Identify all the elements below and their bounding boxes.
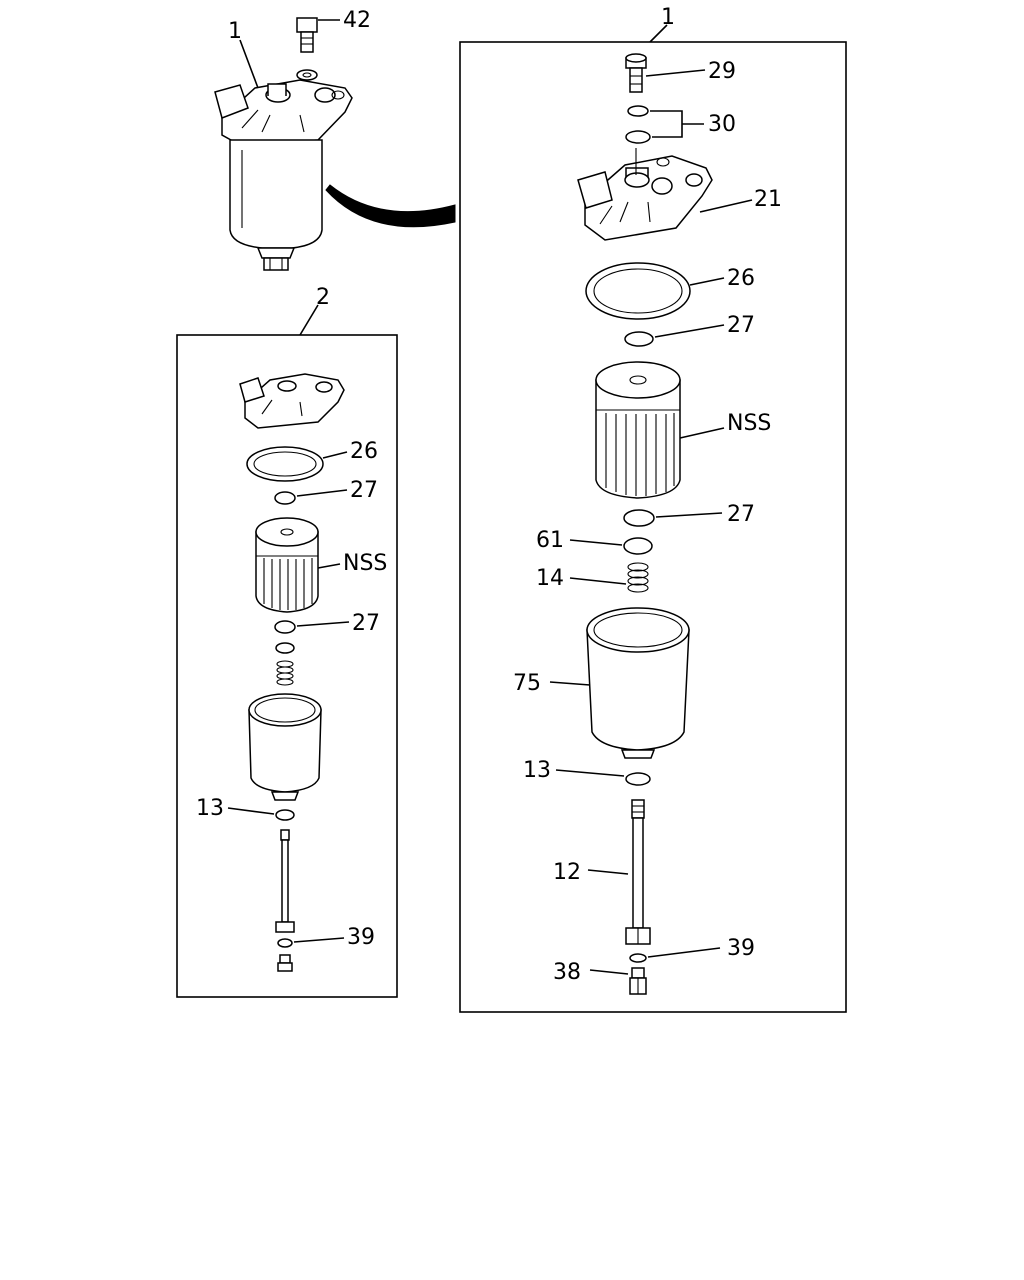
label-detail-center-bolt: 12 <box>553 860 581 885</box>
detail-filter-element <box>595 361 681 499</box>
label-detail-gasket: 26 <box>727 266 755 291</box>
label-detail-bolt-top: 29 <box>708 59 736 84</box>
label-detail-plug: 38 <box>553 960 581 985</box>
kit-plug <box>277 954 293 972</box>
detail-bolt-top <box>625 53 647 93</box>
label-detail-bowl: 75 <box>513 671 541 696</box>
detail-plug <box>629 967 647 995</box>
label-detail-washer-bottom: 39 <box>727 936 755 961</box>
label-bolt-42: 42 <box>343 8 371 33</box>
detail-center-bolt <box>625 799 651 945</box>
label-kit-gasket: 26 <box>350 439 378 464</box>
kit-filter-element <box>255 517 319 613</box>
assembled-filter-view: 1 42 <box>214 8 371 271</box>
detail-bowl <box>586 607 690 759</box>
detail-washer-bottom <box>629 953 647 963</box>
label-kit-washer: 13 <box>196 796 224 821</box>
label-detail-ring: 61 <box>536 528 564 553</box>
detail-washer-top-1 <box>627 105 649 117</box>
label-detail-washer: 13 <box>523 758 551 783</box>
label-kit-2: 2 <box>316 285 330 310</box>
detail-oring-upper <box>624 331 654 347</box>
kit-center-bolt <box>275 829 295 933</box>
detail-washer <box>625 772 651 786</box>
label-kit-washer-bottom: 39 <box>347 925 375 950</box>
label-kit-oring-lower: 27 <box>352 611 380 636</box>
bolt-42-part <box>296 17 318 81</box>
detail-box: 1 29 30 <box>459 5 847 1013</box>
label-detail-element: NSS <box>727 411 771 436</box>
kit-ring <box>275 642 295 654</box>
label-detail-assembly: 1 <box>661 5 675 30</box>
detail-gasket <box>585 262 691 320</box>
kit-oring-lower <box>274 620 296 634</box>
label-detail-washers-top: 30 <box>708 112 736 137</box>
swoosh-arrow <box>325 184 456 228</box>
detail-ring <box>623 537 653 555</box>
kit-spring <box>276 660 294 686</box>
label-detail-oring-lower: 27 <box>727 502 755 527</box>
kit-washer-bottom <box>277 938 293 948</box>
label-kit-element: NSS <box>343 551 387 576</box>
detail-spring <box>627 562 649 593</box>
kit-washer <box>275 809 295 821</box>
detail-head <box>577 148 713 241</box>
kit-oring-upper <box>274 491 296 505</box>
label-detail-oring-upper: 27 <box>727 313 755 338</box>
kit-bowl <box>248 693 322 801</box>
label-detail-head: 21 <box>754 187 782 212</box>
detail-washer-top-2 <box>625 130 651 144</box>
label-kit-oring-upper: 27 <box>350 478 378 503</box>
assembled-head <box>214 79 353 146</box>
label-assembly-top-left: 1 <box>228 19 242 44</box>
label-detail-spring: 14 <box>536 566 564 591</box>
kit-box: 2 26 27 <box>176 285 398 998</box>
detail-oring-lower <box>623 509 655 527</box>
kit-head <box>239 373 345 429</box>
assembled-bowl <box>229 139 323 271</box>
kit-gasket <box>246 446 324 482</box>
